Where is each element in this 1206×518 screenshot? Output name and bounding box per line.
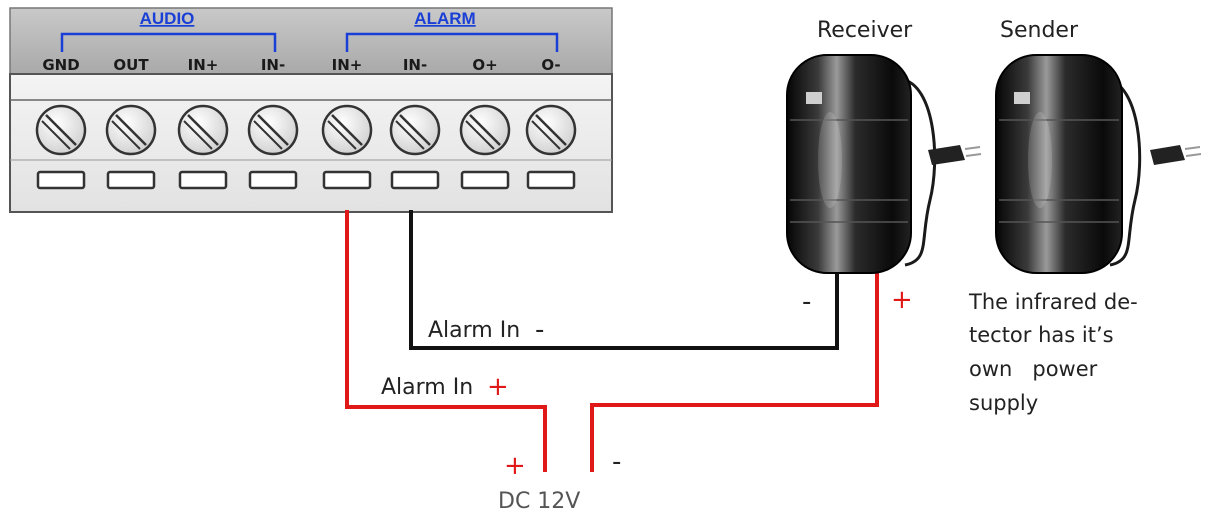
terminal-slot-2 (106, 170, 156, 190)
terminal-slot-8 (526, 170, 576, 190)
terminal-screw-7 (459, 104, 511, 156)
dc-minus-sign: - (612, 447, 621, 477)
wire-dc-minus-to-receiver-plus (590, 270, 879, 472)
audio-group-label: AUDIO (140, 9, 195, 28)
sender-label: Sender (1000, 18, 1079, 43)
sender-detector: Sender (995, 18, 1202, 274)
receiver-badge (806, 92, 822, 104)
terminal-label-gnd: GND (42, 56, 79, 74)
terminal-label-audio-in-minus: IN- (261, 56, 285, 74)
terminal-screw-2 (105, 104, 157, 156)
note-line-3: own power (969, 357, 1098, 381)
terminal-screw-4 (247, 104, 299, 156)
note-line-2: tector has it’s (969, 323, 1114, 347)
terminal-label-alarm-out-minus: O- (541, 56, 560, 74)
power-supply-note: The infrared de- tector has it’s own pow… (968, 290, 1138, 415)
note-line-4: supply (969, 391, 1038, 415)
terminal-screw-5 (321, 104, 373, 156)
sender-body (995, 54, 1123, 274)
receiver-minus-sign: - (802, 287, 811, 317)
note-line-1: The infrared de- (968, 290, 1138, 314)
sender-badge (1014, 92, 1030, 104)
terminal-slot-1 (36, 170, 86, 190)
terminal-slot-4 (248, 170, 298, 190)
alarm-group-bracket: ALARM (345, 9, 559, 52)
terminal-screws (35, 104, 577, 190)
terminal-slot-3 (178, 170, 228, 190)
terminal-label-audio-out: OUT (113, 56, 149, 74)
sender-plug-icon (1150, 145, 1185, 165)
alarm-in-plus-label: Alarm In (381, 375, 473, 400)
dc-plus-sign: + (504, 451, 526, 481)
wires (345, 210, 879, 472)
terminal-label-alarm-in-plus: IN+ (332, 56, 363, 74)
terminal-label-alarm-out-plus: O+ (472, 56, 497, 74)
terminal-label-alarm-in-minus: IN- (403, 56, 427, 74)
terminal-screw-3 (177, 104, 229, 156)
terminal-screw-6 (389, 104, 441, 156)
terminal-slot-6 (390, 170, 440, 190)
terminal-slot-5 (322, 170, 372, 190)
alarm-in-minus-label: Alarm In (428, 318, 520, 343)
receiver-cable (904, 78, 937, 267)
receiver-label: Receiver (817, 18, 913, 43)
alarm-group-label: ALARM (414, 9, 475, 28)
audio-group-bracket: AUDIO (60, 9, 277, 52)
terminal-label-audio-in-plus: IN+ (188, 56, 219, 74)
alarm-in-minus-sign: - (535, 315, 544, 345)
dc-12v-label: DC 12V (498, 489, 580, 514)
receiver-detector: Receiver - + (786, 18, 982, 317)
receiver-plus-sign: + (891, 285, 913, 315)
wire-alarm-in-plus (345, 210, 547, 472)
wire-alarm-in-minus (409, 210, 839, 350)
terminal-screw-8 (525, 104, 577, 156)
terminal-block: AUDIO ALARM GND OUT IN+ IN- IN+ IN- O+ O… (9, 7, 613, 213)
sender-cable (1109, 78, 1142, 267)
terminal-slot-7 (460, 170, 510, 190)
receiver-body (786, 54, 912, 274)
terminal-screw-1 (35, 104, 87, 156)
terminal-body (9, 73, 613, 213)
alarm-in-plus-sign: + (487, 372, 509, 402)
receiver-plug-icon (928, 145, 965, 165)
terminal-label-panel (9, 7, 613, 75)
